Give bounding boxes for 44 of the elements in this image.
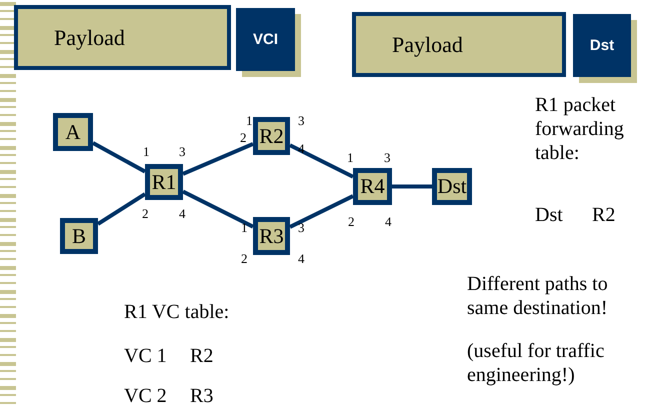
payload-field: Payload xyxy=(352,12,566,77)
header-field: Dst xyxy=(573,14,631,77)
port-number: 3 xyxy=(179,145,186,158)
router-node: R1 xyxy=(145,164,183,200)
port-number: 3 xyxy=(298,221,304,234)
table-cell: Dst xyxy=(535,203,563,227)
port-number: 4 xyxy=(385,215,392,228)
note-text: (useful for traffic engineering!) xyxy=(467,339,606,387)
table-cell: R2 xyxy=(190,344,214,368)
port-number: 2 xyxy=(142,207,148,220)
table-title: R1 packet forwarding table: xyxy=(535,93,625,165)
port-number: 1 xyxy=(241,221,248,234)
port-number: 3 xyxy=(298,114,304,127)
port-number: 4 xyxy=(298,142,304,155)
port-number: 2 xyxy=(348,215,354,228)
note-text: Different paths to same destination! xyxy=(467,272,609,320)
link-line xyxy=(182,142,254,176)
table-cell: R3 xyxy=(190,384,214,408)
table-cell: VC 2 xyxy=(124,384,167,408)
router-node: R4 xyxy=(353,168,392,205)
link-line xyxy=(289,143,354,179)
table-cell: R2 xyxy=(592,203,616,227)
port-number: 1 xyxy=(347,151,354,164)
router-node: A xyxy=(53,113,93,151)
link-line xyxy=(182,190,254,228)
port-number: 4 xyxy=(298,252,304,265)
link-line xyxy=(96,192,146,226)
port-number: 1 xyxy=(246,114,252,127)
router-node: Dst xyxy=(432,168,472,205)
payload-field: Payload xyxy=(14,5,231,70)
table-cell: VC 1 xyxy=(124,344,167,368)
table-title: R1 VC table: xyxy=(124,300,230,324)
port-number: 1 xyxy=(143,145,150,158)
port-number: 2 xyxy=(240,131,246,144)
link-line xyxy=(289,194,354,229)
link-line xyxy=(392,184,432,188)
header-field: VCI xyxy=(236,8,295,71)
router-node: R3 xyxy=(253,217,290,255)
port-number: 3 xyxy=(384,151,390,164)
router-node: B xyxy=(60,218,98,254)
port-number: 2 xyxy=(241,252,248,265)
router-node: R2 xyxy=(253,117,290,155)
port-number: 4 xyxy=(179,207,186,220)
link-line xyxy=(92,141,146,174)
